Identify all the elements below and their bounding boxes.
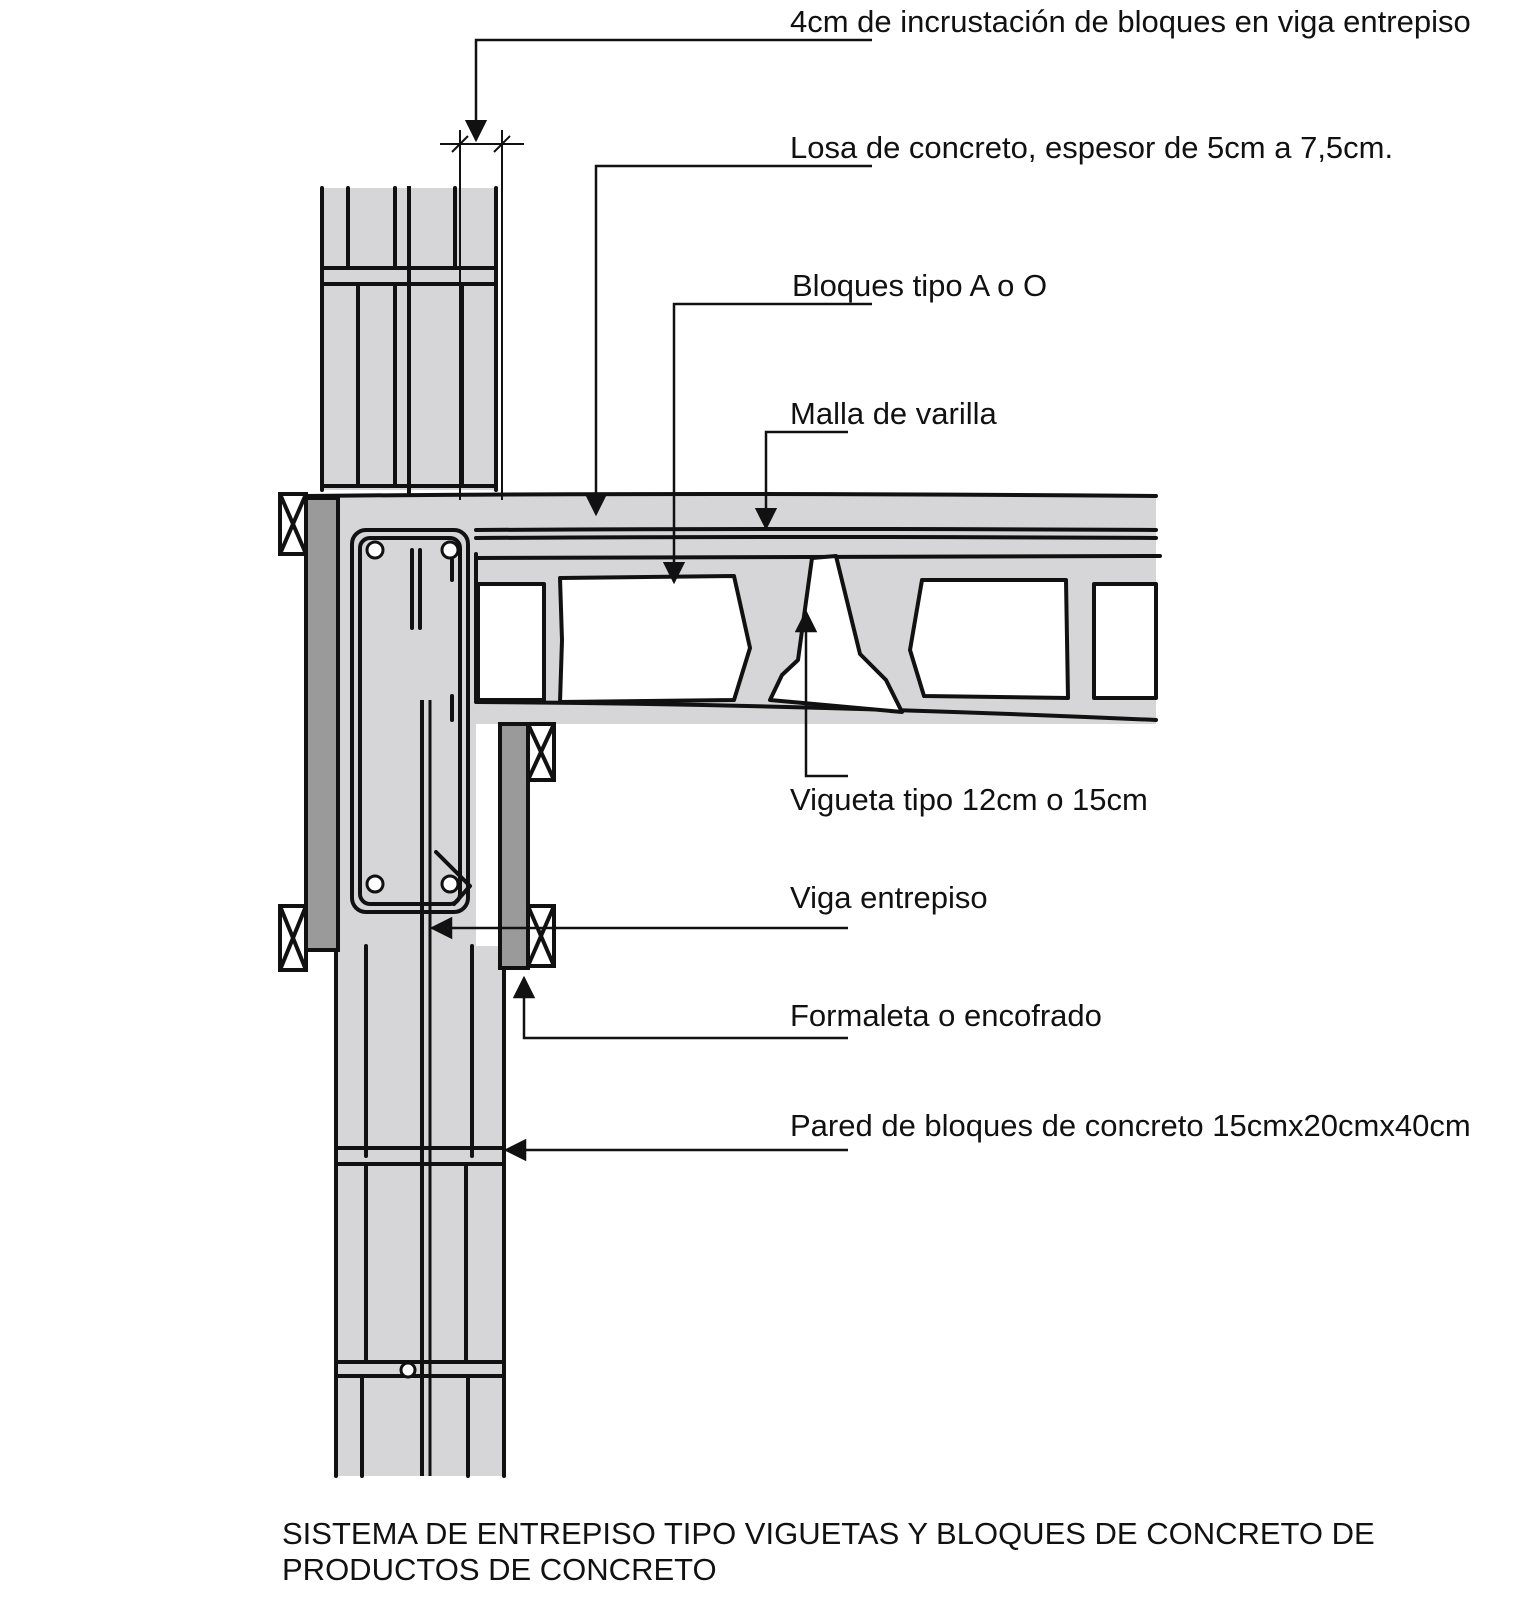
upper-block-wall [320,186,498,500]
label-pared: Pared de bloques de concreto 15cmx20cmx4… [790,1108,1471,1143]
hollow-blocks [476,574,1158,704]
leader-malla [754,430,848,531]
leader-bloques [662,302,872,585]
label-losa: Losa de concreto, espesor de 5cm a 7,5cm… [790,130,1394,165]
leader-lines [429,38,872,1162]
label-vigueta: Vigueta tipo 12cm o 15cm [790,782,1148,817]
label-bloques: Bloques tipo A o O [792,268,1048,303]
embed-dimension [440,130,524,500]
label-formaleta: Formaleta o encofrado [790,998,1102,1033]
leader-losa [584,164,872,517]
horizontal-rebar-dot [399,1361,417,1379]
beam-longitudinal-bars [365,540,460,894]
label-incrustacion: 4cm de incrustación de bloques en viga e… [790,4,1471,39]
label-viga: Viga entrepiso [790,880,988,915]
concrete-slab [304,492,1162,946]
lower-block-wall [334,700,506,1478]
vigueta-joist [768,554,904,714]
label-malla: Malla de varilla [790,396,997,431]
leader-incrustacion [464,38,872,143]
beam-reinforcement [350,528,472,914]
caption-line-1: SISTEMA DE ENTREPISO TIPO VIGUETAS Y BLO… [282,1516,1375,1551]
caption-line-2: PRODUCTOS DE CONCRETO [282,1552,717,1587]
leader-formaleta [512,975,848,1040]
leader-vigueta [794,609,848,778]
figure-caption: SISTEMA DE ENTREPISO TIPO VIGUETAS Y BLO… [282,1516,1375,1588]
